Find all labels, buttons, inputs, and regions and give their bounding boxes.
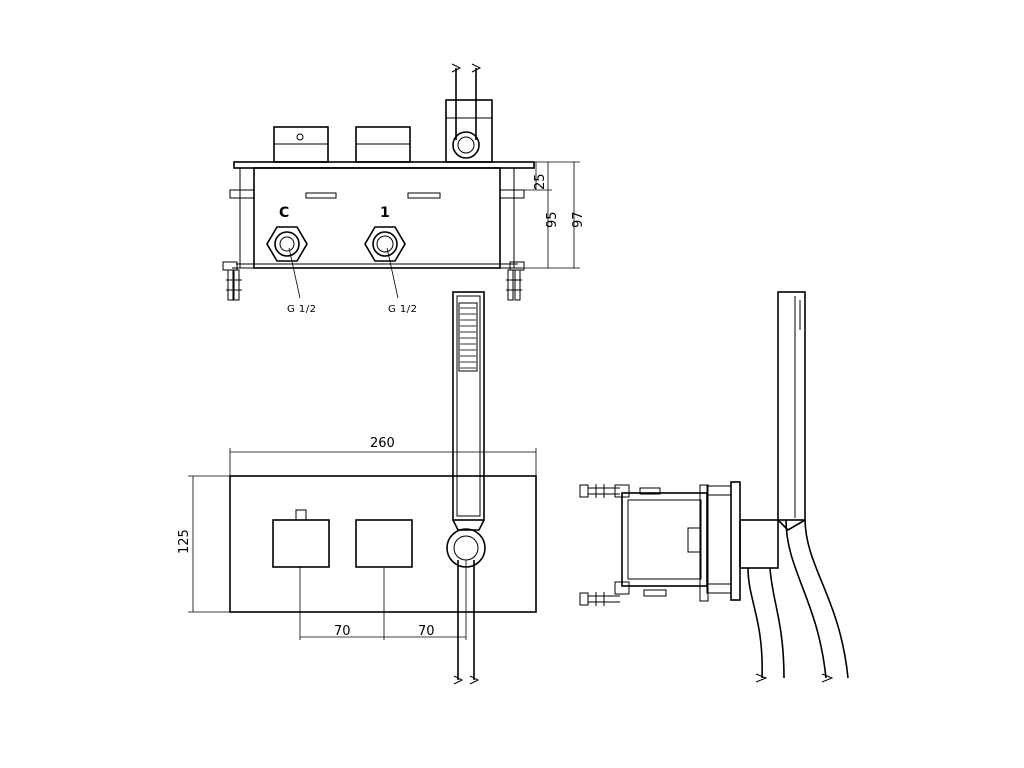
handle-left-front xyxy=(272,509,330,568)
dim-70-right: 70 xyxy=(418,624,435,639)
dim-70-left: 70 xyxy=(334,624,351,639)
dim-95: 95 xyxy=(545,211,560,228)
outlet-label-c: C xyxy=(279,205,289,221)
dim-125: 125 xyxy=(177,529,192,554)
valve-frame-side xyxy=(579,481,741,606)
thread-label-left: G 1/2 xyxy=(287,304,317,315)
shower-hoses-side xyxy=(747,519,849,683)
hand-shower-side xyxy=(777,291,806,532)
leader-left xyxy=(288,247,301,299)
dim-25: 25 xyxy=(533,173,548,190)
dim-97: 97 xyxy=(571,211,586,228)
hand-shower-front xyxy=(446,291,486,685)
dim-260: 260 xyxy=(370,436,395,451)
outlet-label-1: 1 xyxy=(380,205,390,221)
side-view xyxy=(579,291,849,683)
top-view: C 1 G 1/2 G 1/2 25 95 97 xyxy=(222,63,586,315)
handle-right-front xyxy=(355,519,413,568)
wall-plate-top xyxy=(233,161,535,169)
dimensions-right xyxy=(500,161,580,269)
outlet-hot-top xyxy=(266,226,308,262)
outlet-1-top xyxy=(364,226,406,262)
faceplate-front xyxy=(229,475,537,613)
thread-label-right: G 1/2 xyxy=(388,304,418,315)
handle-right-top xyxy=(355,126,411,163)
front-view: 260 125 70 70 xyxy=(177,291,537,685)
leader-right xyxy=(386,247,399,299)
shower-holder-side xyxy=(739,519,779,569)
handle-left-top xyxy=(273,126,329,163)
mounting-brackets-top xyxy=(222,168,525,301)
shower-holder-top xyxy=(445,63,493,163)
